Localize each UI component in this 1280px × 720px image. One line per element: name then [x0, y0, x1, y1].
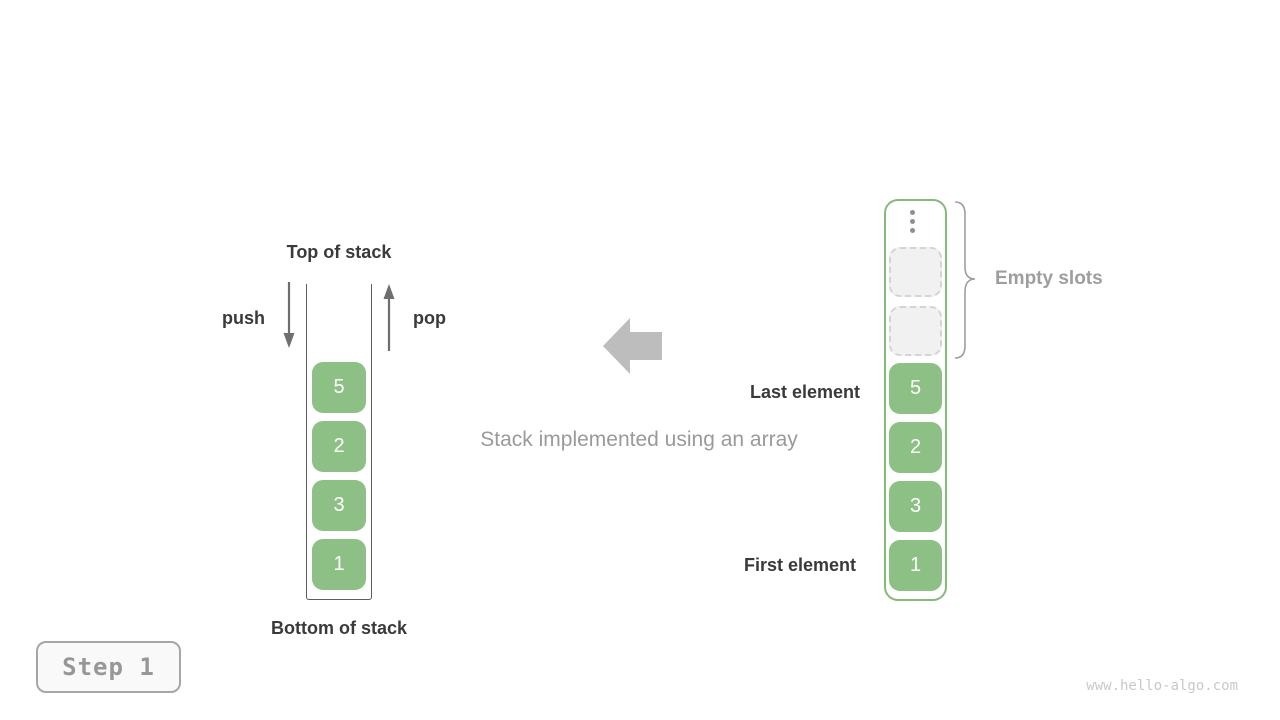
- block-arrow-left-icon: [603, 318, 662, 374]
- array-element: 2: [889, 422, 942, 473]
- bottom-of-stack-label: Bottom of stack: [270, 618, 407, 638]
- stack-element: 5: [312, 362, 366, 413]
- empty-slots-label: Empty slots: [995, 268, 1103, 289]
- vertical-ellipsis-icon: [910, 210, 915, 233]
- array-element: 5: [889, 363, 942, 414]
- pop-label: pop: [413, 308, 446, 328]
- empty-slot: [889, 247, 942, 297]
- array-element: 3: [889, 481, 942, 532]
- site-url: www.hello-algo.com: [1086, 678, 1238, 694]
- step-badge: Step 1: [36, 641, 181, 693]
- stack-element: 2: [312, 421, 366, 472]
- push-down-arrow-icon: [283, 282, 295, 348]
- push-label: push: [222, 308, 265, 328]
- stack-element: 1: [312, 539, 366, 590]
- array-element: 1: [889, 540, 942, 591]
- figure-caption: Stack implemented using an array: [480, 428, 798, 451]
- pop-up-arrow-icon: [383, 284, 395, 351]
- first-element-label: First element: [743, 555, 856, 575]
- last-element-label: Last element: [749, 382, 860, 402]
- empty-slots-brace: [954, 201, 976, 359]
- top-of-stack-label: Top of stack: [286, 242, 392, 262]
- empty-slot: [889, 306, 942, 356]
- stack-element: 3: [312, 480, 366, 531]
